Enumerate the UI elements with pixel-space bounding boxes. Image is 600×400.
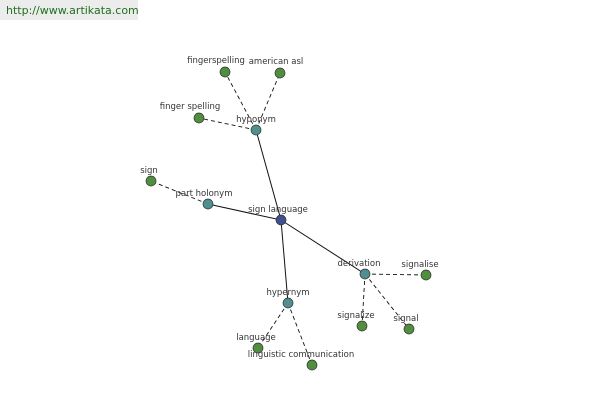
node-circle[interactable] (420, 269, 432, 281)
word-node-finger-spelling[interactable]: finger spelling (160, 102, 220, 124)
word-node-american-asl[interactable]: american asl (249, 57, 304, 79)
edge-fingerspelling (224, 71, 257, 131)
graph-edges (150, 71, 427, 366)
node-circle[interactable] (274, 67, 286, 79)
edge-hyponym (255, 129, 282, 221)
node-label[interactable]: derivation (337, 259, 380, 269)
relation-node-hypernym[interactable]: hypernym (266, 288, 310, 309)
node-circle[interactable] (219, 66, 231, 78)
node-circle[interactable] (282, 297, 294, 309)
relation-node-hyponym[interactable]: hyponym (236, 115, 276, 136)
node-label[interactable]: finger spelling (160, 102, 220, 112)
node-label[interactable]: hypernym (266, 288, 309, 298)
edge-signalize (361, 273, 366, 327)
edge-american-asl (255, 72, 281, 131)
node-label[interactable]: signalize (337, 311, 374, 321)
node-circle[interactable] (275, 214, 287, 226)
node-circle[interactable] (145, 175, 157, 187)
edge-finger-spelling (198, 117, 257, 131)
edge-signal (364, 273, 410, 330)
relation-node-derivation[interactable]: derivation (337, 259, 381, 280)
word-node-sign[interactable]: sign (140, 166, 158, 187)
node-circle[interactable] (250, 124, 262, 136)
graph-nodes: fingerspelling american asl finger spellin… (140, 56, 439, 371)
node-label[interactable]: american asl (249, 57, 304, 67)
node-label[interactable]: sign (140, 166, 158, 176)
node-circle[interactable] (202, 198, 214, 210)
relation-node-part-holonym[interactable]: part holonym (176, 189, 233, 210)
edge-part-holonym (207, 203, 282, 221)
word-node-linguistic-communication[interactable]: linguistic communication (248, 350, 355, 371)
word-node-language[interactable]: language (236, 333, 276, 354)
node-circle[interactable] (356, 320, 368, 332)
node-label[interactable]: hyponym (236, 115, 276, 125)
node-circle[interactable] (193, 112, 205, 124)
center-node-sign-language[interactable]: sign language (248, 205, 308, 226)
node-circle[interactable] (306, 359, 318, 371)
word-node-signalize[interactable]: signalize (337, 311, 375, 332)
node-circle[interactable] (252, 342, 264, 354)
edge-language (257, 302, 289, 349)
node-circle[interactable] (359, 268, 371, 280)
edge-derivation (280, 219, 366, 275)
edge-hypernym (280, 219, 289, 304)
node-label[interactable]: part holonym (176, 189, 233, 199)
word-node-fingerspelling[interactable]: fingerspelling (187, 56, 245, 78)
node-label[interactable]: language (236, 333, 276, 343)
node-label[interactable]: fingerspelling (187, 56, 245, 66)
word-node-signal[interactable]: signal (393, 314, 419, 335)
site-url[interactable]: http://www.artikata.com (0, 0, 139, 20)
node-label[interactable]: signalise (401, 260, 438, 270)
node-label[interactable]: signal (393, 314, 418, 324)
node-label[interactable]: sign language (248, 205, 308, 215)
edge-signalise (364, 273, 427, 276)
edge-sign (150, 180, 209, 205)
node-circle[interactable] (403, 323, 415, 335)
word-node-signalise[interactable]: signalise (401, 260, 439, 281)
node-label[interactable]: linguistic communication (248, 350, 355, 360)
